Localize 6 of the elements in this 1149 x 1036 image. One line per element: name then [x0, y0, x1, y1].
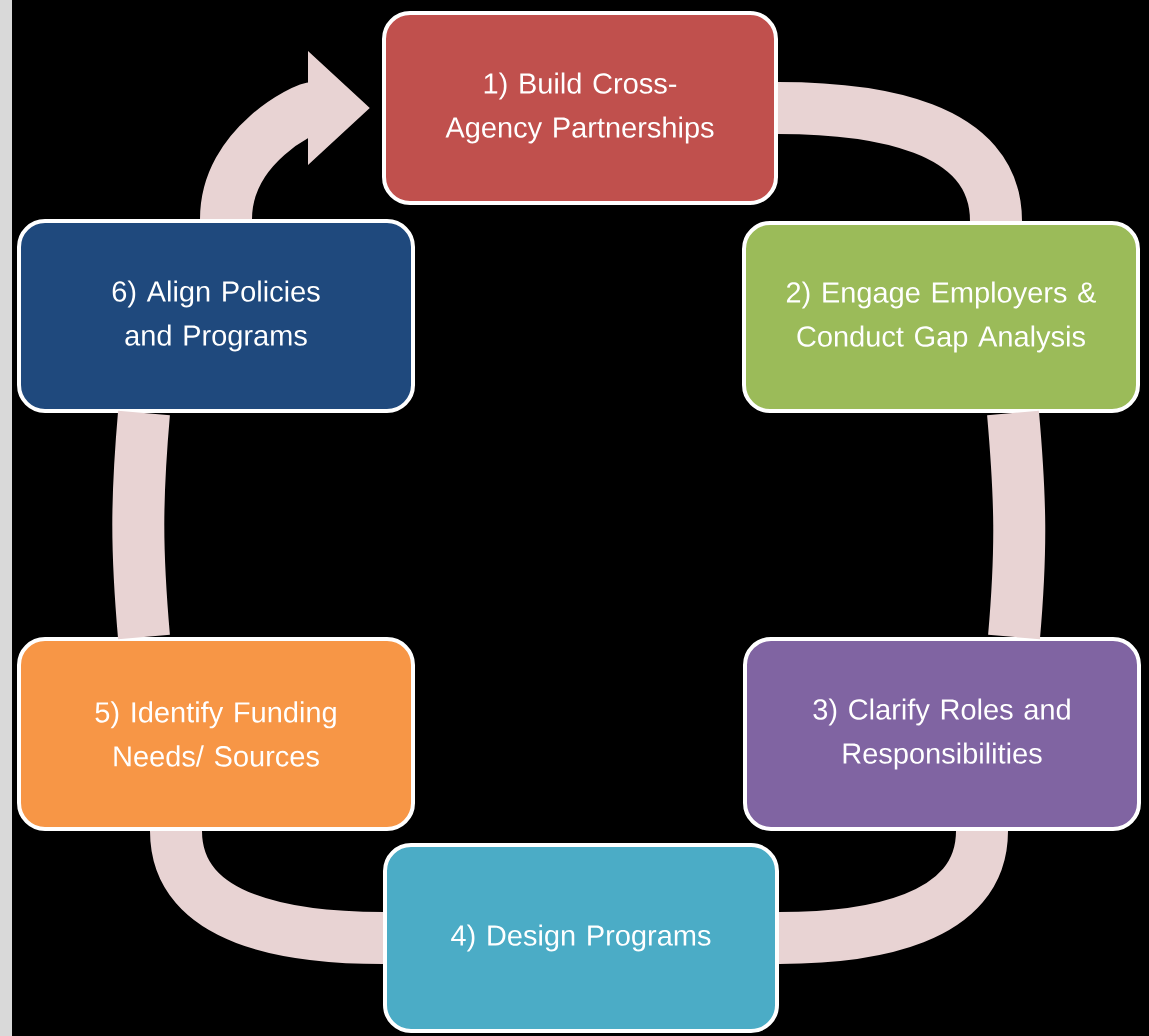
step-box: 2) Engage Employers & Conduct Gap Analysis — [742, 221, 1140, 413]
step-box: 3) Clarify Roles and Responsibilities — [743, 637, 1141, 831]
step-box: 6) Align Policies and Programs — [17, 219, 415, 413]
step-box: 5) Identify Funding Needs/ Sources — [17, 637, 415, 831]
step-box: 1) Build Cross-Agency Partnerships — [382, 11, 778, 205]
step-box: 4) Design Programs — [383, 843, 779, 1033]
